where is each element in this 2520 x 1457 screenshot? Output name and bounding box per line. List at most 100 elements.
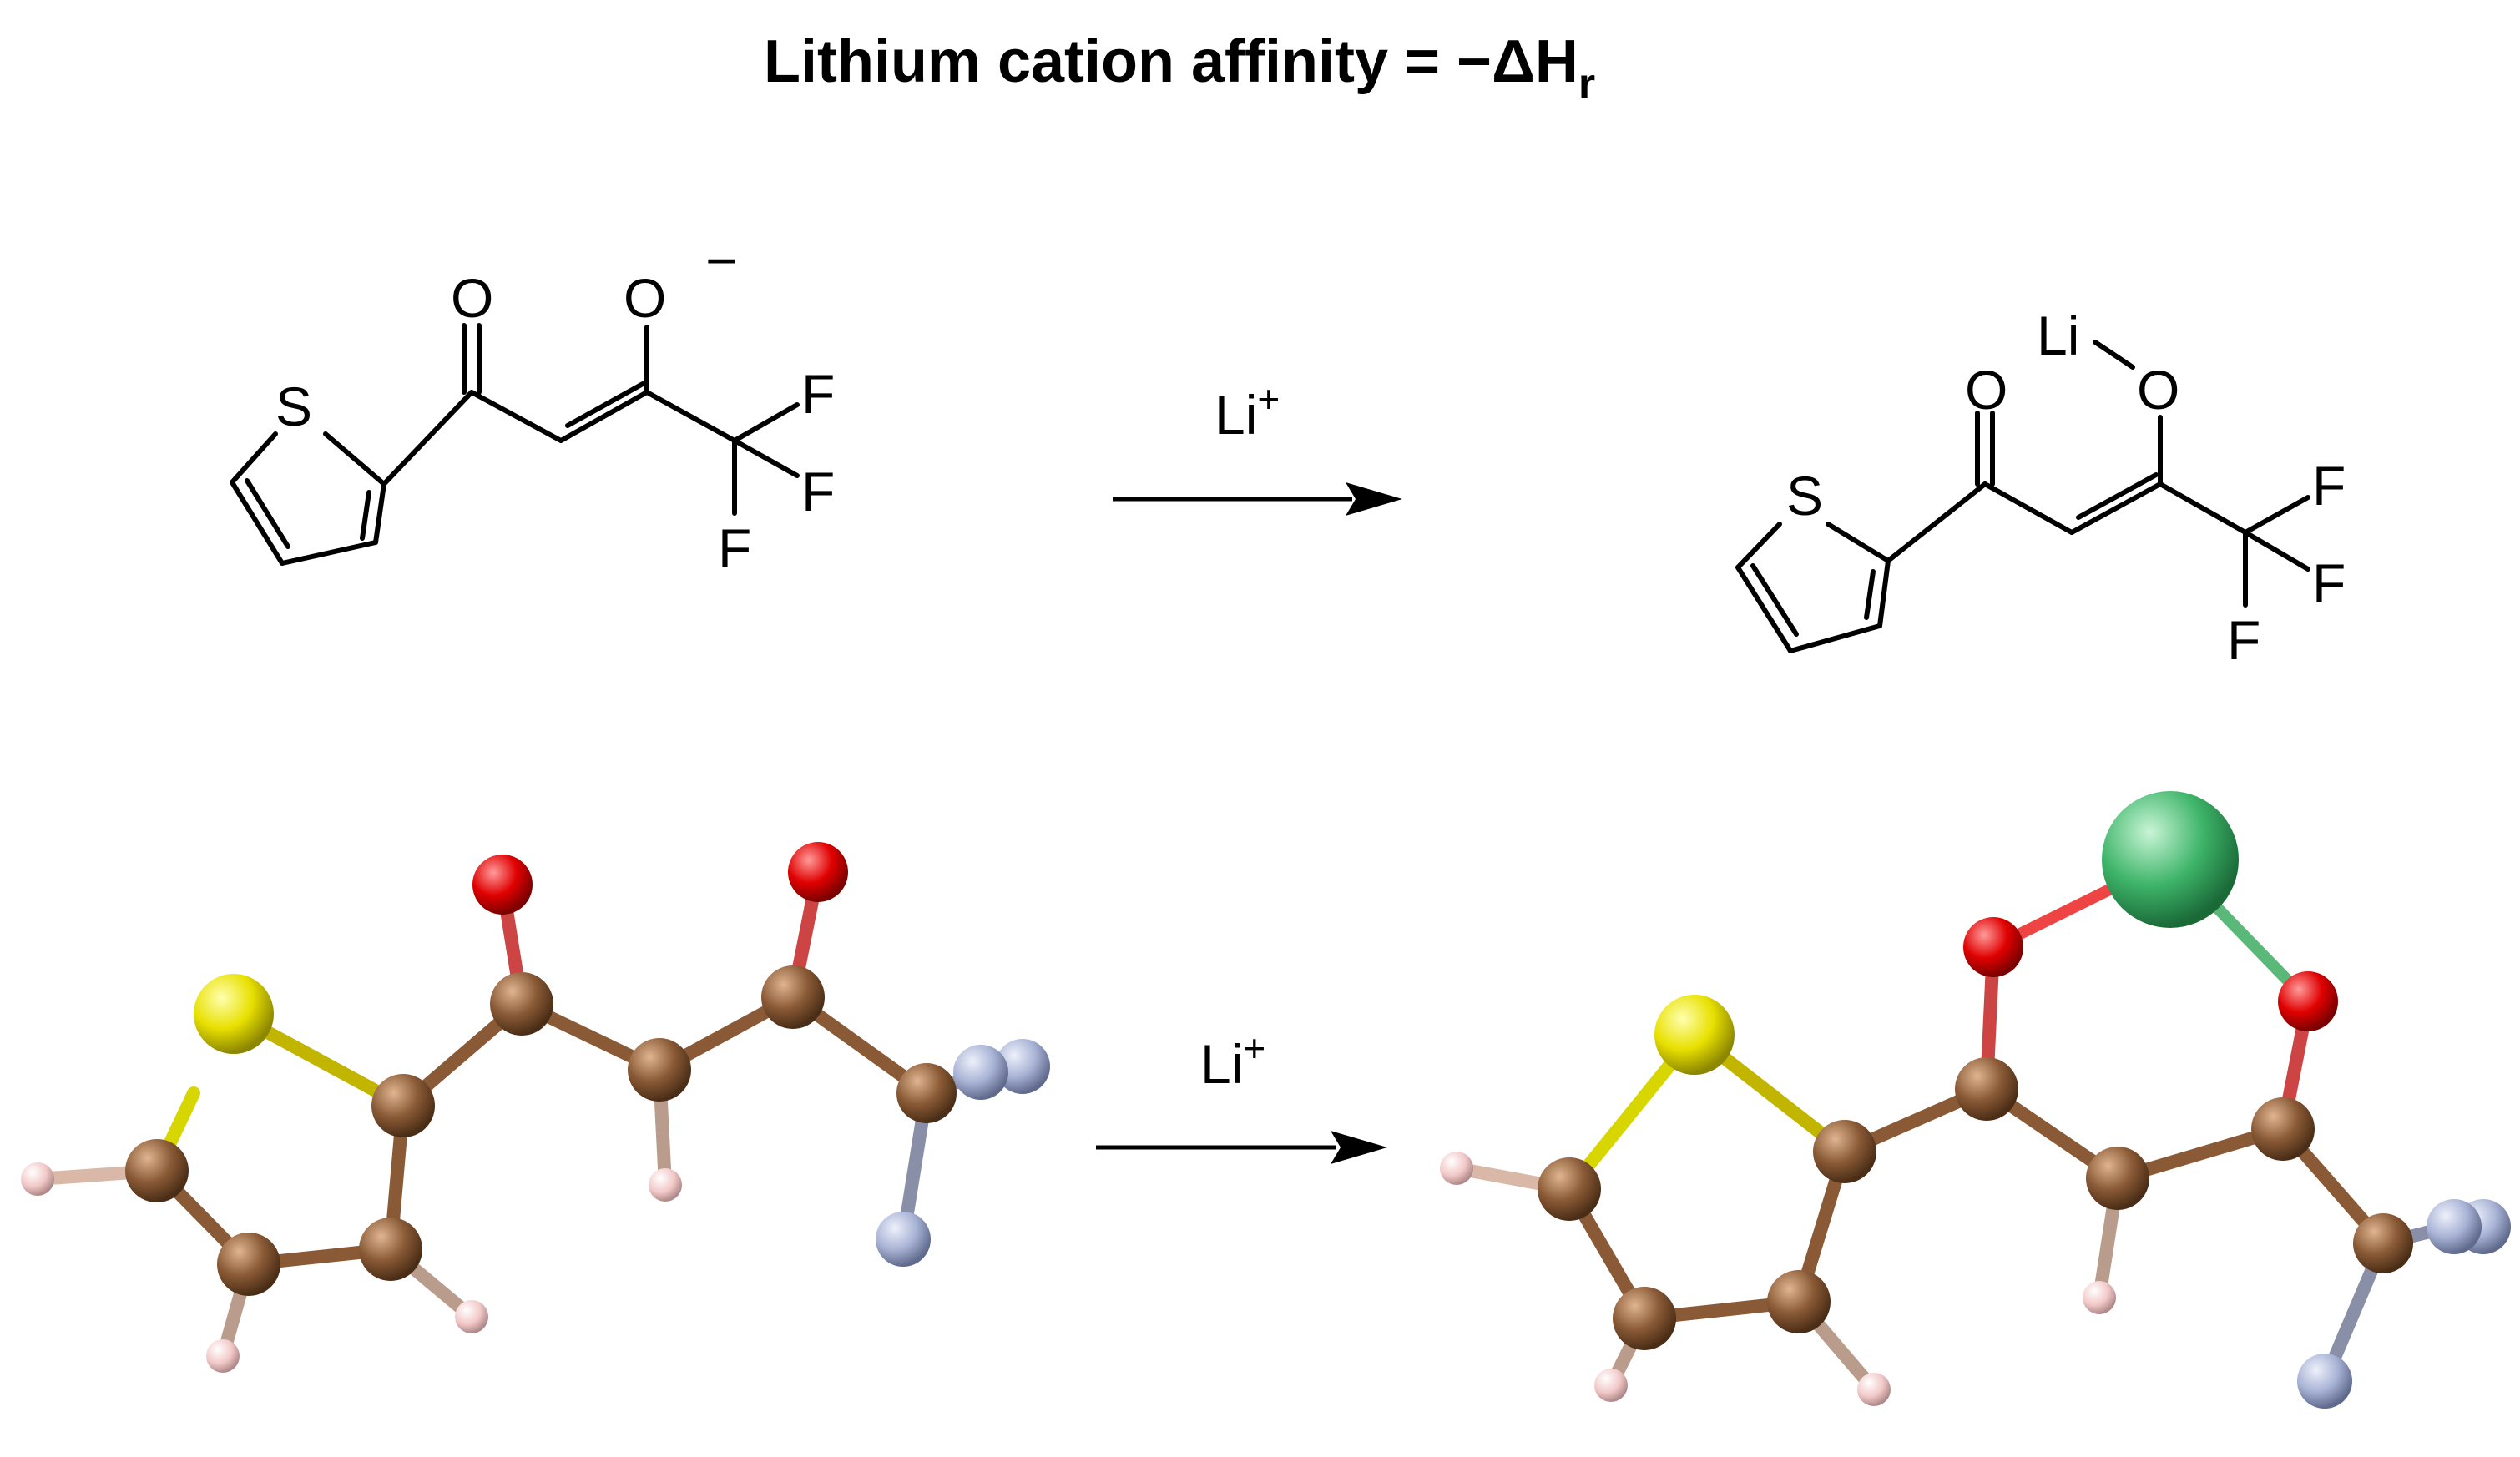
reagent-symbol: Li [1200,1033,1243,1095]
atom-label-enolate-oxygen: O [624,267,666,329]
oxygen-atom [472,855,533,915]
carbon-atom [761,965,825,1029]
bond [2093,340,2135,370]
carbon-atom [2251,1097,2315,1161]
bond [230,480,285,566]
bond [373,481,386,545]
bond [2243,495,2310,535]
bond [323,431,386,487]
atom-label-enolate-oxygen: O [2137,359,2179,421]
bond [1982,481,2074,535]
reaction-arrow-bottom: Li+ [1096,1026,1387,1164]
atom-label-fluorine: F [801,363,835,425]
atom-label-ketone-oxygen: O [451,267,493,329]
bond [1864,569,1876,620]
atom-label-ketone-oxygen: O [1965,359,2007,421]
bond [1877,558,1891,628]
carbon-atom [490,972,553,1036]
arrow-head [1331,1131,1387,1164]
carbon-atom [2353,1213,2413,1273]
hydrogen-atom [21,1162,54,1196]
carbon-atom [1813,1120,1876,1183]
carbon-atom [1613,1287,1676,1350]
oxygen-atom [788,842,848,902]
atom-label-fluorine: F [718,517,751,579]
carbon-atom [359,1218,422,1281]
hydrogen-atom [1440,1152,1473,1185]
bond [1735,522,1782,570]
bond [360,490,371,541]
reaction-arrow-top: Li+ [1113,377,1402,516]
sulfur-atom [1654,995,1735,1075]
bond [280,540,378,566]
carbon-atom [1955,1057,2018,1121]
atom-label-fluorine: F [2312,455,2346,517]
carbon-atom [217,1233,280,1296]
bond [1886,481,1987,563]
arrow-head [1346,482,1402,516]
hydrogen-atom [649,1168,682,1202]
bond [1788,623,1882,653]
bond [381,390,474,487]
bond [245,478,290,549]
hydrogen-atom [455,1300,488,1333]
reagent-label: Li+ [1215,377,1280,446]
bond [230,431,278,485]
fluorine-atom [2297,1354,2352,1409]
reagent-charge: + [1257,377,1280,421]
atom-label-fluorine: F [801,461,835,522]
hydrogen-atom [2083,1281,2116,1314]
stick-bonds [31,865,992,1363]
title-minus: − [1457,28,1492,95]
hydrogen-atom [1594,1369,1628,1402]
atom-label-sulfur: S [275,376,312,437]
reagent-symbol: Li [1215,384,1257,446]
oxygen-atom [2278,971,2338,1031]
atom-label-lithium: Li [2037,305,2079,366]
bond [558,390,649,443]
bond [644,390,737,443]
carbon-atom [628,1038,691,1102]
atom-label-fluorine: F [2312,552,2346,614]
product-skeletal-structure: Li S O O F F F [1735,305,2346,671]
carbon-atom [125,1139,189,1202]
title-subscript: r [1578,60,1595,108]
hydrogen-atom [1857,1373,1891,1406]
fluorine-atom [2427,1199,2482,1254]
reactant-skeletal-structure: S O O − F F F [230,229,835,579]
svg-text:Lithium cation affinity = −ΔHr: Lithium cation affinity = −ΔHr [764,28,1595,108]
bond [2076,472,2159,520]
bond [2243,530,2310,572]
title-delta-h: ΔH [1492,28,1578,95]
bond [2158,481,2248,535]
carbon-atom [1767,1270,1831,1333]
atom-label-fluorine: F [2227,609,2260,671]
fluorine-atom [953,1045,1008,1100]
lithium-atom [2102,791,2239,928]
fluorine-atom [995,1039,1050,1094]
bond [732,438,800,478]
carbon-atom [896,1063,957,1123]
carbon-atom [1538,1157,1601,1221]
fluorine-atom [876,1212,931,1267]
title: Lithium cation affinity = −ΔHr [764,28,1595,108]
bond [565,381,645,428]
oxygen-atom [1963,917,2023,977]
bond [2069,481,2163,535]
bond [1735,565,1793,653]
bond [469,390,563,443]
title-text: Lithium cation affinity = [764,28,1457,95]
bond [1826,522,1891,563]
carbon-atom [2086,1147,2149,1210]
carbon-atom [371,1074,435,1137]
sulfur-atom [194,974,274,1054]
reactant-ball-and-stick-model [21,842,1050,1373]
bond [732,402,800,443]
product-ball-and-stick-model [1440,791,2511,1409]
atom-label-sulfur: S [1786,465,1823,527]
reagent-charge: + [1243,1026,1265,1070]
reagent-label: Li+ [1200,1026,1265,1095]
bond [1750,563,1799,637]
hydrogen-atom [206,1339,240,1373]
